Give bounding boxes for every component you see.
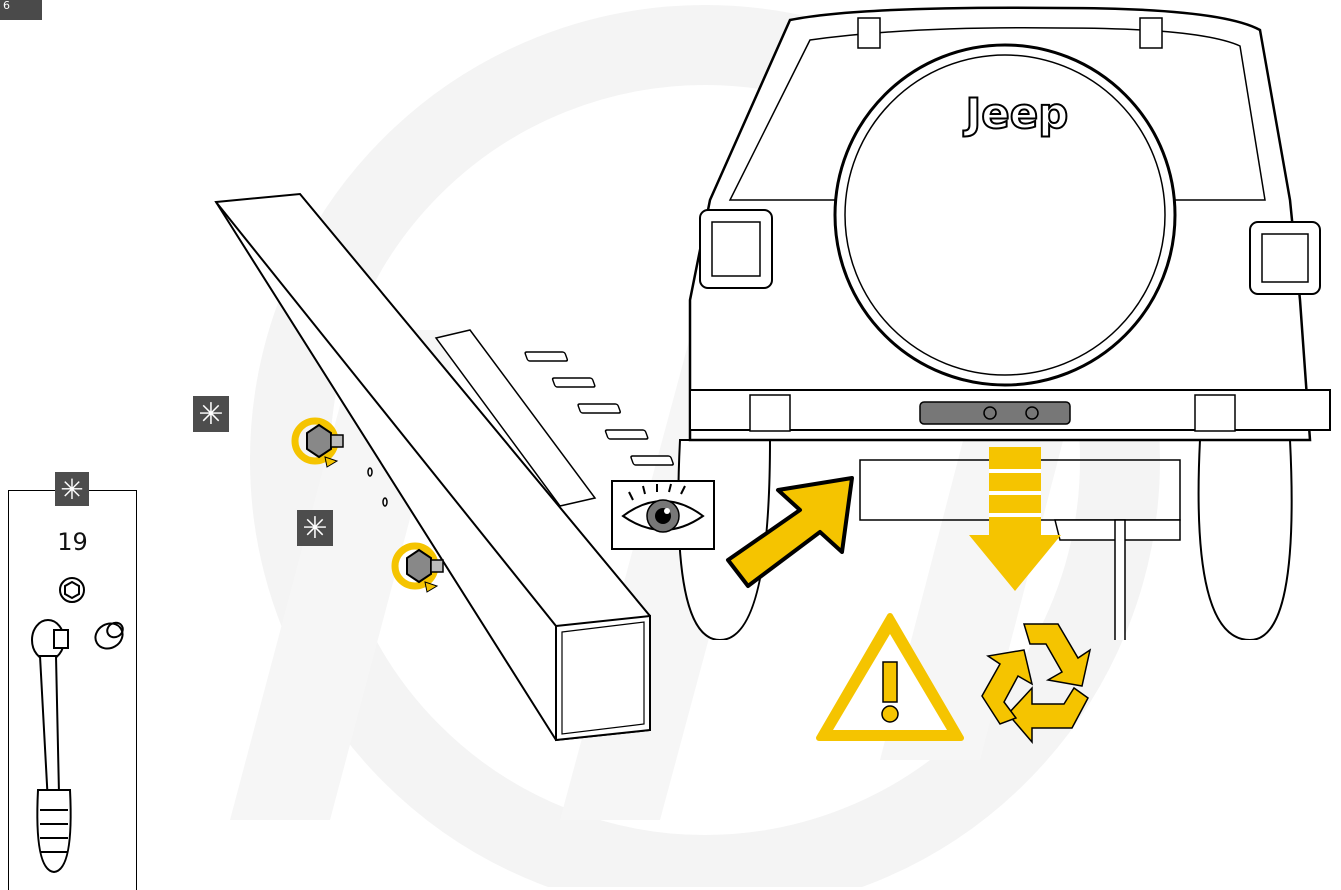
- lower-bolt-marker: ✳: [297, 510, 333, 546]
- inspect-arrow-icon: [726, 476, 854, 588]
- jeep-logo: Jeep: [963, 89, 1069, 138]
- page-tag: 6: [0, 0, 42, 20]
- warning-icon: [816, 613, 964, 741]
- socket-icon: [94, 621, 124, 650]
- eye-icon: [611, 480, 715, 550]
- ratchet-wrench-icon: [31, 619, 72, 874]
- recycle-icon: [981, 623, 1092, 744]
- upper-bolt-rotate-icon: [291, 417, 344, 468]
- socket-size-label: 19: [57, 528, 88, 556]
- hexagon-socket-icon: [59, 577, 85, 603]
- remove-arrow-icon: [969, 447, 1061, 591]
- jeep-rear-view: Jeep: [677, 6, 1331, 640]
- tool-marker: ✳: [55, 472, 89, 506]
- lower-bolt-rotate-icon: [391, 542, 444, 593]
- upper-bolt-marker: ✳: [193, 396, 229, 432]
- square-tube-part: [214, 192, 674, 742]
